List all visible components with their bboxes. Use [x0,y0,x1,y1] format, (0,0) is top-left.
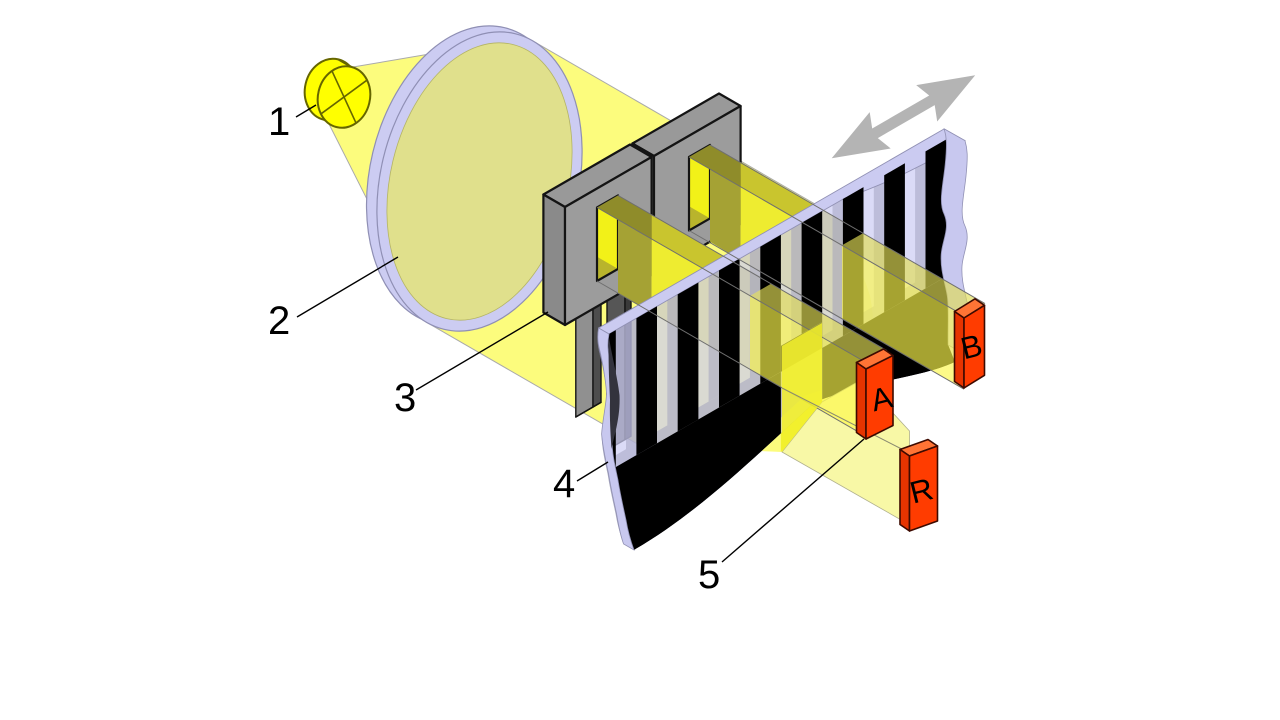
svg-text:5: 5 [698,553,720,597]
svg-text:4: 4 [553,462,575,506]
svg-text:3: 3 [394,376,416,420]
svg-text:2: 2 [268,299,290,343]
svg-text:1: 1 [268,100,290,144]
